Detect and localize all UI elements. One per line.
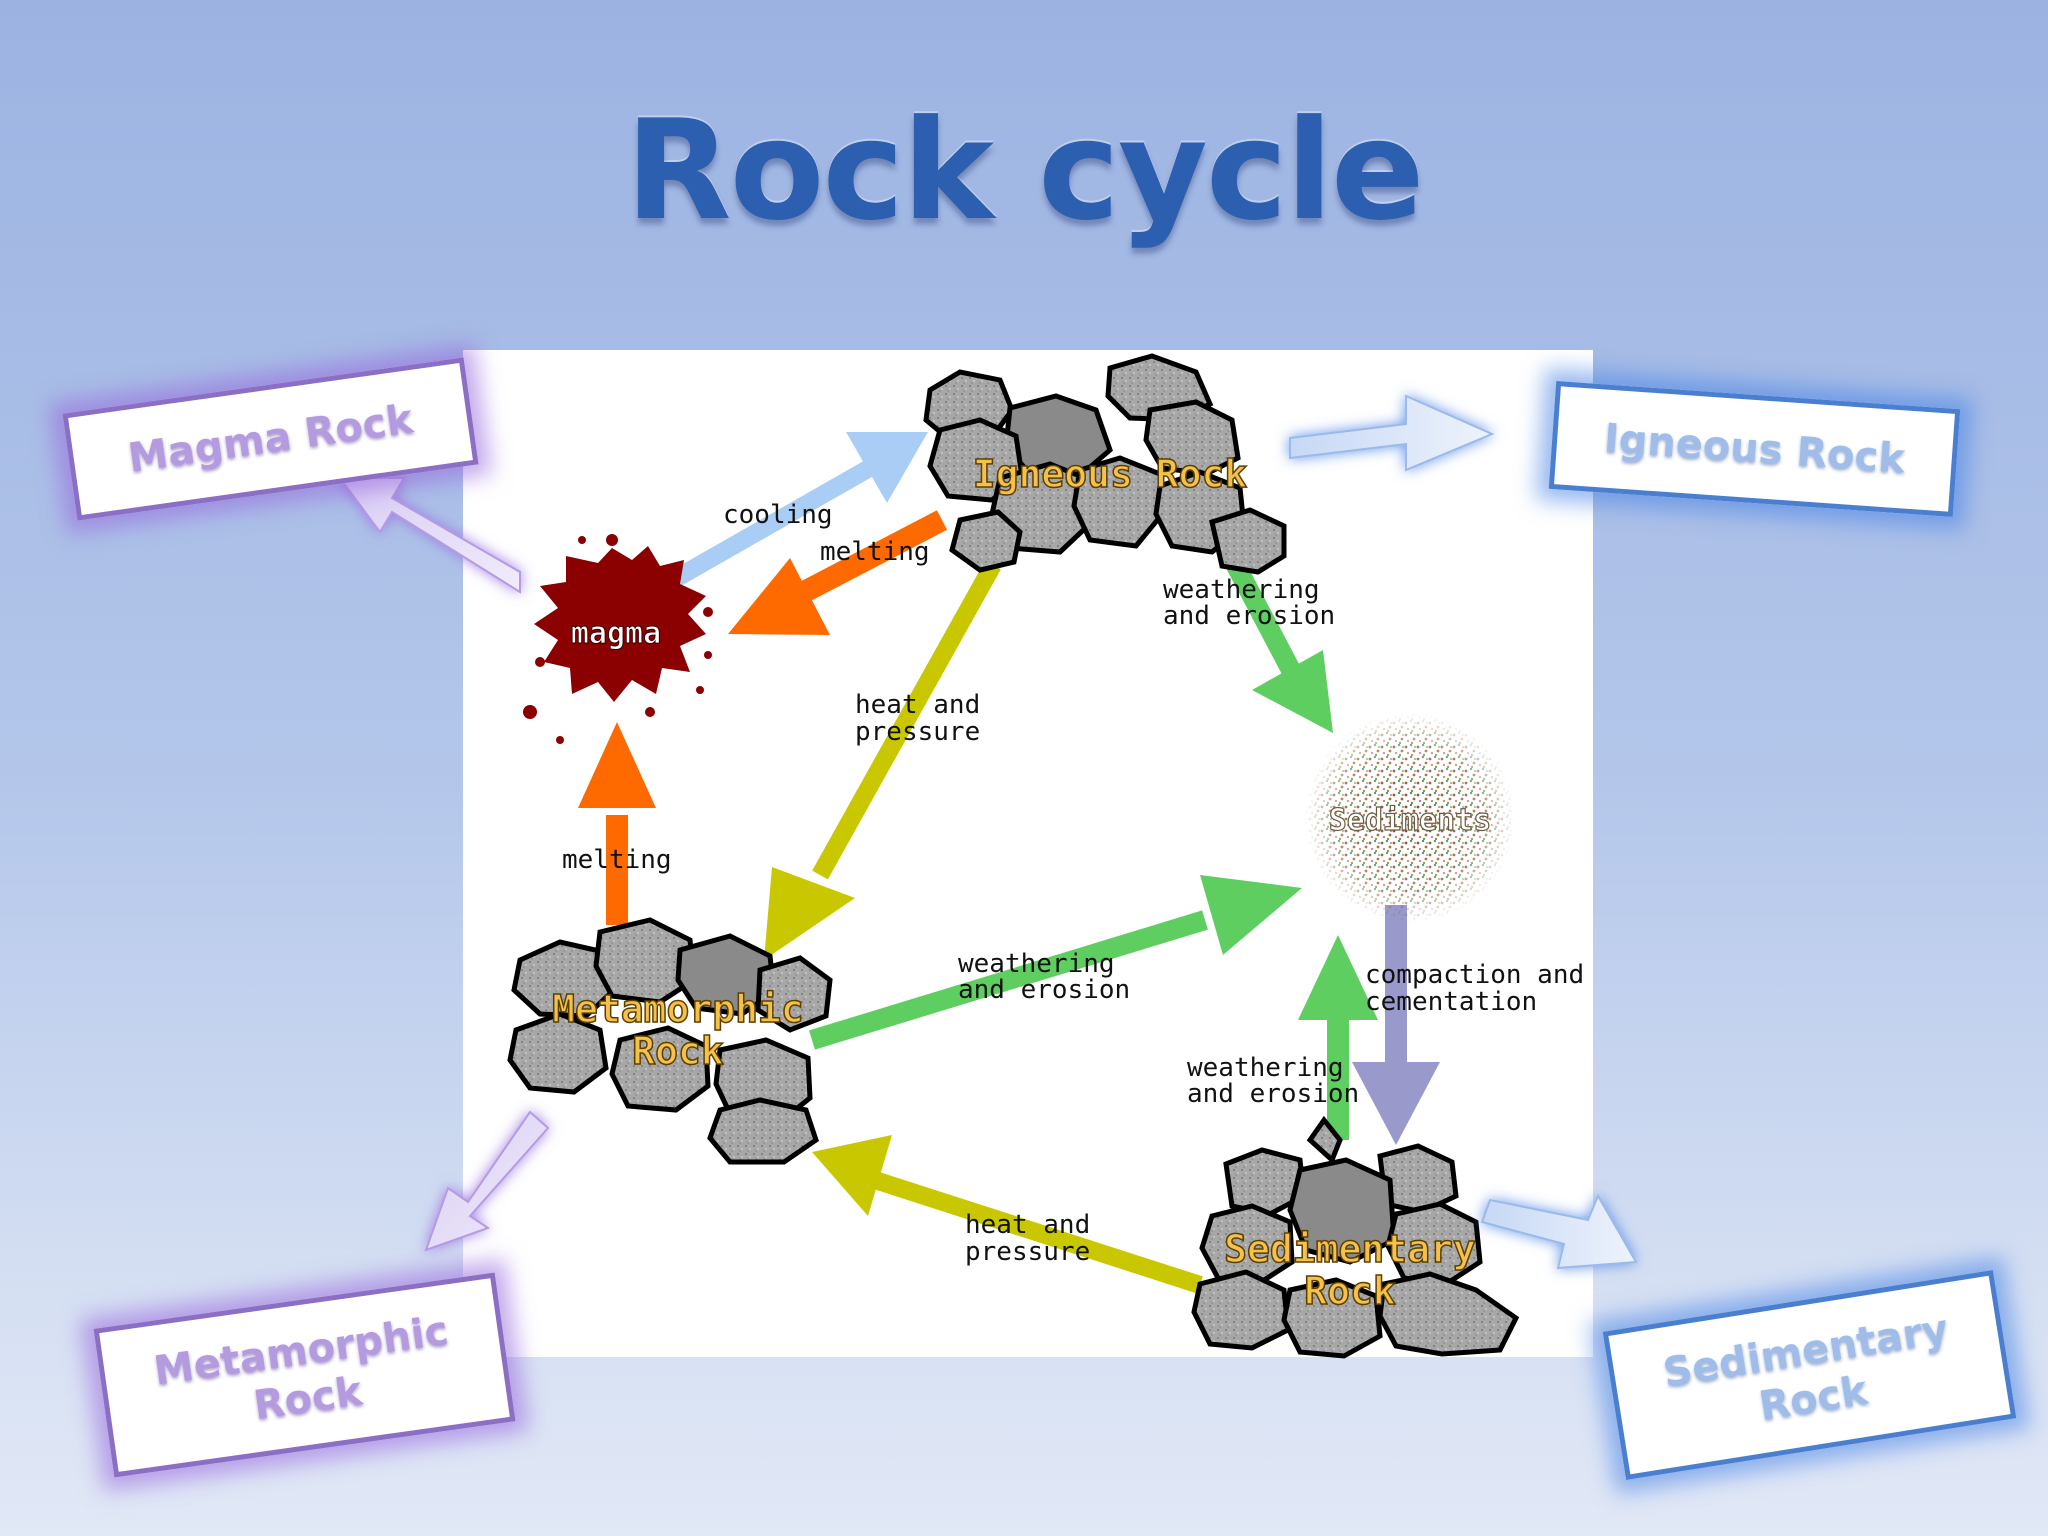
magma-node: magma	[523, 534, 713, 744]
igneous-rock-label: Igneous Rock	[973, 452, 1248, 496]
label-weathering-2-line2: and erosion	[958, 975, 1130, 1005]
arrow-weathering-metamorphic-to-sediments	[809, 875, 1302, 1050]
metamorphic-rock-label-line1: Metamorphic	[552, 987, 804, 1031]
label-weathering-3-line1: weathering	[1187, 1053, 1344, 1083]
pointer-arrow-magma	[338, 477, 521, 594]
metamorphic-rock-label-line2: Rock	[632, 1029, 724, 1073]
process-labels: cooling melting heat and pressure meltin…	[562, 500, 1584, 1267]
sediments-node: Sediments	[1300, 705, 1520, 930]
callout-igneous-rock-text: Igneous Rock	[1602, 415, 1907, 483]
label-heat-pressure-1-line2: pressure	[855, 717, 980, 747]
label-heat-pressure-2-line2: pressure	[965, 1237, 1090, 1267]
sedimentary-rock-node	[1191, 1115, 1520, 1359]
arrow-melting-igneous-to-magma	[728, 510, 948, 635]
igneous-rock-node	[923, 353, 1287, 575]
arrow-melting-metamorphic-to-magma	[578, 722, 656, 925]
label-melting-left: melting	[562, 845, 672, 875]
arrow-heat-pressure-sedimentary-to-metamorphic	[812, 1135, 1203, 1294]
arrow-weathering-sedimentary-to-sediments	[1298, 935, 1378, 1140]
label-weathering-3-line2: and erosion	[1187, 1079, 1359, 1109]
label-heat-pressure-1-line1: heat and	[855, 690, 980, 720]
label-cooling: cooling	[723, 500, 833, 530]
label-melting-top: melting	[820, 537, 930, 567]
label-weathering-1-line1: weathering	[1163, 575, 1320, 605]
label-weathering-2-line1: weathering	[958, 949, 1115, 979]
arrow-cooling	[663, 432, 928, 591]
callout-magma-rock-text: Magma Rock	[125, 396, 416, 482]
pointer-arrow-sedimentary	[1480, 1193, 1638, 1270]
label-compaction-line2: cementation	[1365, 987, 1537, 1017]
slide-title: Rock cycle	[625, 90, 1424, 251]
arrow-compaction-cementation	[1352, 905, 1440, 1145]
pointer-arrow-igneous	[1289, 394, 1495, 472]
sediments-label: Sediments	[1329, 803, 1492, 838]
sedimentary-rock-label-line2: Rock	[1304, 1269, 1396, 1313]
label-heat-pressure-2-line1: heat and	[965, 1210, 1090, 1240]
pointer-arrow-metamorphic	[424, 1110, 550, 1252]
label-weathering-1-line2: and erosion	[1163, 601, 1335, 631]
label-compaction-line1: compaction and	[1365, 960, 1584, 990]
magma-label: magma	[571, 616, 661, 651]
arrow-heat-pressure-igneous-to-metamorphic	[764, 560, 1001, 960]
sedimentary-rock-label-line1: Sedimentary	[1224, 1227, 1476, 1271]
metamorphic-rock-node	[507, 917, 833, 1165]
